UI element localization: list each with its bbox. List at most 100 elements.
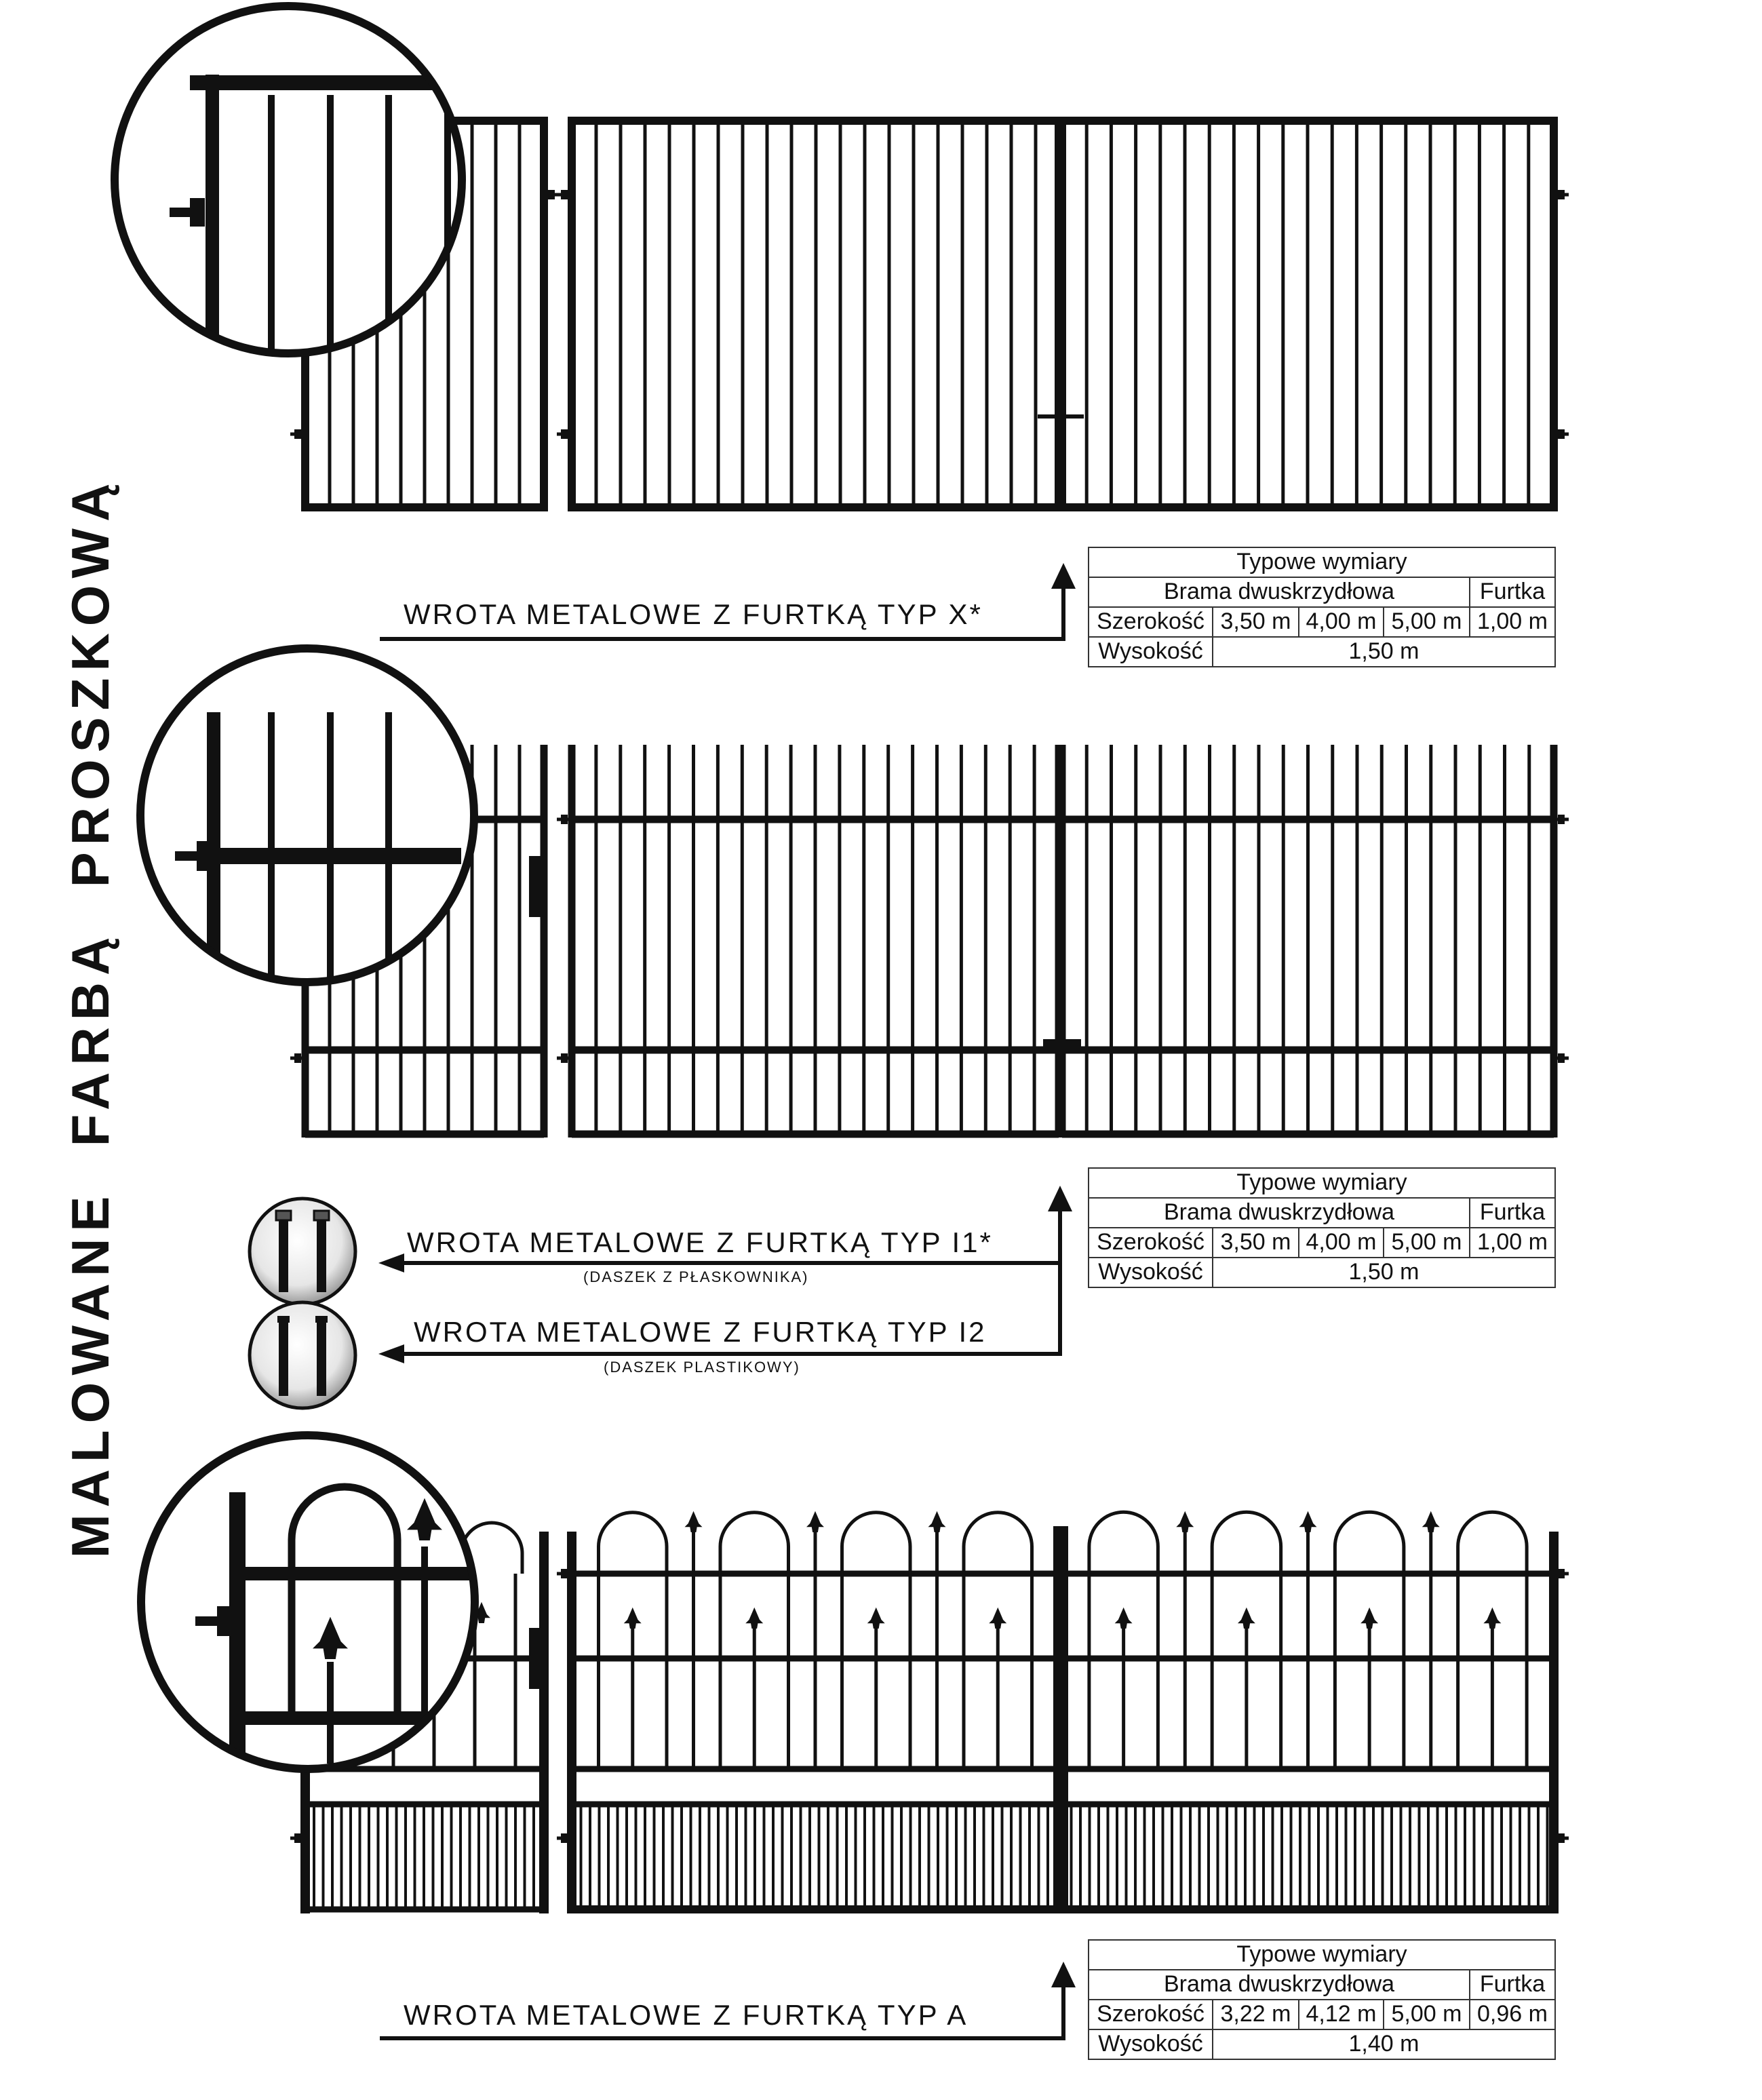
- gate-hinge: [1558, 815, 1565, 824]
- label-block-type-x: WROTA METALOWE Z FURTKĄ TYP X*: [404, 598, 983, 630]
- gate-leaf-right-arch: [1456, 1510, 1529, 1574]
- table-title: Typowe wymiary: [1236, 1941, 1407, 1967]
- table-wicket-width: 1,00 m: [1477, 1229, 1548, 1255]
- table-title: Typowe wymiary: [1236, 1169, 1407, 1195]
- table-width-value: 4,00 m: [1306, 1229, 1377, 1255]
- gate-leaf-left-spear: [806, 1511, 824, 1532]
- cap-plastic: [277, 1316, 290, 1323]
- gate-drawing-type-a: [290, 1510, 1569, 1913]
- wicket-latch: [548, 190, 555, 199]
- table-width-value: 3,22 m: [1221, 2001, 1291, 2027]
- table-width-value: 5,00 m: [1392, 2001, 1462, 2027]
- table-width-value: 4,00 m: [1306, 608, 1377, 634]
- zoom-hinge: [217, 1606, 232, 1636]
- gate-label-type-i1: WROTA METALOWE Z FURTKĄ TYP I1*: [407, 1226, 993, 1258]
- gate-hinge: [1558, 1833, 1565, 1843]
- gate-label-type-i2: WROTA METALOWE Z FURTKĄ TYP I2: [414, 1316, 987, 1348]
- gate-hinge: [1558, 190, 1565, 199]
- gate-leaf-left-inner-spear: [745, 1607, 764, 1629]
- arrow-head: [378, 1253, 404, 1272]
- cap-circle: [248, 1197, 357, 1306]
- zoom-content: [175, 712, 461, 982]
- cap-post: [317, 1216, 326, 1292]
- table-height-value: 1,40 m: [1349, 2031, 1420, 2057]
- zoom-arch: [288, 1483, 402, 1718]
- wicket-lock: [529, 856, 544, 917]
- gate-leaf-left-arch: [840, 1511, 912, 1574]
- wicket-hinge: [294, 1053, 301, 1063]
- zoom-hinge: [197, 841, 212, 871]
- gate-leaf-right-inner-spear: [1114, 1607, 1133, 1629]
- gate-hinge: [1558, 1053, 1565, 1063]
- table-width-value: 5,00 m: [1392, 1229, 1462, 1255]
- table-title: Typowe wymiary: [1236, 549, 1407, 575]
- cap-flat-bar: [313, 1209, 330, 1222]
- table-wicket-header: Furtka: [1480, 1971, 1545, 1997]
- gate-label-type-x: WROTA METALOWE Z FURTKĄ TYP X*: [404, 598, 983, 630]
- table-height-value: 1,50 m: [1349, 638, 1420, 664]
- gate-hinge: [1558, 429, 1565, 439]
- gate-label-type-a: WROTA METALOWE Z FURTKĄ TYP A: [404, 1999, 968, 2031]
- gate-center-joint: [1053, 1526, 1068, 1913]
- table-width-label: Szerokość: [1097, 608, 1205, 634]
- side-title-group: MALOWANE FARBĄ PROSZKOWĄ: [60, 477, 120, 1559]
- table-wicket-width: 1,00 m: [1477, 608, 1548, 634]
- zoom-spear: [313, 1616, 348, 1659]
- gate-leaf-left-inner-spear: [989, 1607, 1007, 1629]
- table-width-label: Szerokość: [1097, 2001, 1205, 2027]
- cap-post: [317, 1320, 326, 1396]
- table-height-label: Wysokość: [1098, 1259, 1203, 1285]
- zoom-hinge: [190, 198, 205, 227]
- gate-hinge: [1558, 1569, 1565, 1578]
- gate-leaf-right-arch: [1210, 1510, 1283, 1574]
- gate-hinge: [561, 1569, 568, 1578]
- gate-hinge: [561, 1053, 568, 1063]
- gate-leaf-right-inner-spear: [1483, 1607, 1502, 1629]
- gate-drawing-type-i: [290, 745, 1569, 1138]
- gate-leaf-right-arch: [1087, 1510, 1160, 1574]
- table-gate-header: Brama dwuskrzydłowa: [1164, 579, 1394, 604]
- zoom-ring: [111, 2, 466, 357]
- gate-hinge: [561, 190, 568, 199]
- table-width-value: 3,50 m: [1221, 608, 1291, 634]
- label-block-type-i: WROTA METALOWE Z FURTKĄ TYP I1* (DASZEK …: [407, 1226, 993, 1376]
- gate-leaf-left-arch: [718, 1511, 791, 1574]
- wicket-hinge: [294, 429, 301, 439]
- leader-line: [400, 1201, 1062, 1356]
- gate-leaf-right-spear: [1299, 1511, 1317, 1532]
- table-width-label: Szerokość: [1097, 1229, 1205, 1255]
- table-gate-header: Brama dwuskrzydłowa: [1164, 1199, 1394, 1225]
- gate-drawing-type-x: [290, 117, 1569, 511]
- gate-leaf-left-inner-spear: [623, 1607, 642, 1629]
- cap-detail-circles: [248, 1197, 357, 1410]
- label-block-type-a: WROTA METALOWE Z FURTKĄ TYP A: [404, 1999, 968, 2031]
- zoom-ring: [137, 1431, 479, 1773]
- cap-circle: [248, 1300, 357, 1410]
- table-wicket-header: Furtka: [1480, 1199, 1545, 1225]
- table-height-value: 1,50 m: [1349, 1259, 1420, 1285]
- gate-leaf-left-arch: [962, 1511, 1034, 1574]
- leader-arrows: [378, 563, 1076, 2040]
- leader-line: [380, 577, 1065, 641]
- wicket-lock: [529, 1628, 544, 1689]
- gate-leaf-left-arch: [596, 1511, 669, 1574]
- zoom-background: [115, 6, 462, 353]
- detail-zoom-type-a: [137, 1431, 479, 1773]
- cap-post: [279, 1216, 288, 1292]
- gate-leaf-right-spear: [1176, 1511, 1194, 1532]
- table-wicket-header: Furtka: [1480, 579, 1545, 604]
- side-title: MALOWANE FARBĄ PROSZKOWĄ: [60, 477, 120, 1559]
- cap-post: [279, 1320, 288, 1396]
- zoom-spear: [407, 1498, 442, 1540]
- cap-flat-bar: [275, 1209, 292, 1222]
- table-gate-header: Brama dwuskrzydłowa: [1164, 1971, 1394, 1997]
- gate-leaf-left-inner-spear: [867, 1607, 885, 1629]
- leader-line: [380, 1976, 1065, 2040]
- gate-hinge: [561, 1833, 568, 1843]
- gate-hinge: [561, 815, 568, 824]
- arrow-head: [1051, 563, 1076, 589]
- table-width-value: 4,12 m: [1306, 2001, 1377, 2027]
